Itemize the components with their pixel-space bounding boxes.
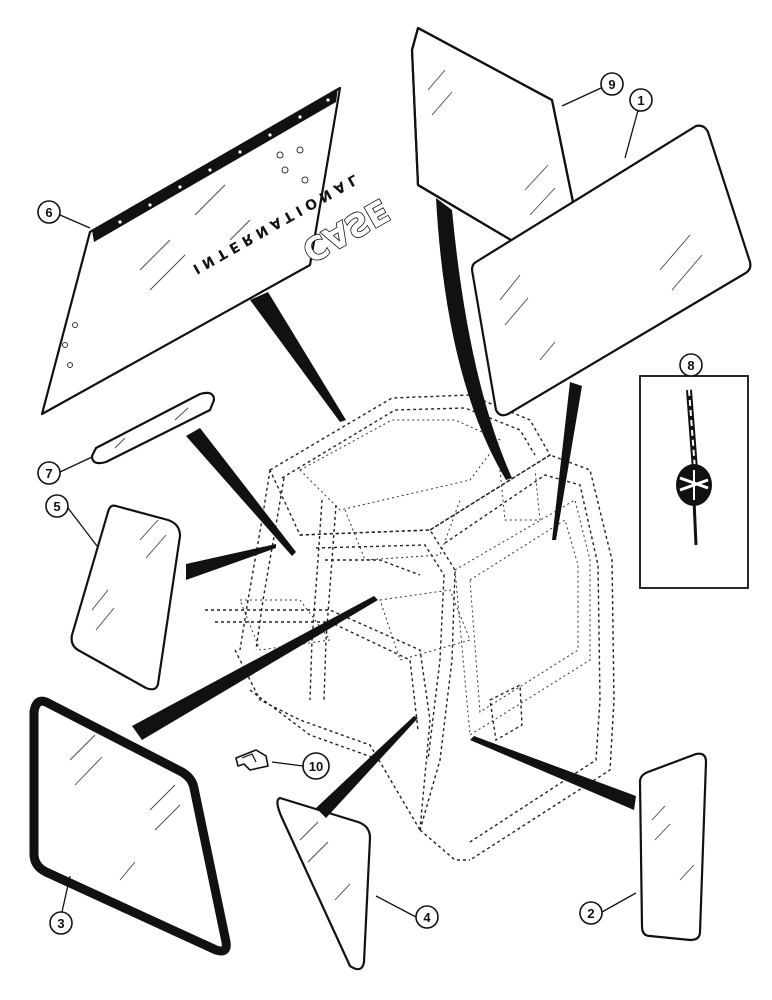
part-10-clip (235, 749, 269, 771)
callout-10-label: 10 (309, 759, 323, 774)
callout-4: 4 (415, 905, 439, 929)
callout-7: 7 (37, 461, 61, 485)
callout-4-label: 4 (423, 910, 431, 925)
callout-9: 9 (600, 72, 624, 96)
part-6-rear-glass-decal: CASE INTERNATIONAL (40, 86, 397, 416)
callout-8: 8 (679, 353, 703, 377)
leader-lines (59, 87, 692, 918)
pointer-wedges (132, 198, 636, 818)
callout-10: 10 (302, 752, 330, 780)
part-2-narrow-glass (638, 752, 708, 942)
callout-8-label: 8 (687, 358, 694, 373)
callout-5-label: 5 (53, 499, 60, 514)
part-8-seal-detail-inset (639, 375, 749, 589)
part-1-side-glass (470, 124, 752, 417)
callout-1: 1 (629, 88, 653, 112)
part-4-lower-glass (276, 796, 372, 971)
part-5-quarter-glass (70, 504, 182, 691)
cab-frame (205, 394, 615, 861)
part-7-small-glass (90, 391, 216, 465)
callout-5: 5 (45, 494, 69, 518)
callout-3-label: 3 (57, 916, 64, 931)
callout-1-label: 1 (637, 93, 644, 108)
callout-7-label: 7 (45, 466, 52, 481)
callout-9-label: 9 (608, 77, 615, 92)
callout-6-label: 6 (45, 205, 52, 220)
callout-6: 6 (37, 200, 61, 224)
part-3-windshield (29, 696, 231, 956)
callout-2: 2 (579, 901, 603, 925)
callout-2-label: 2 (587, 906, 594, 921)
callout-3: 3 (49, 911, 73, 935)
